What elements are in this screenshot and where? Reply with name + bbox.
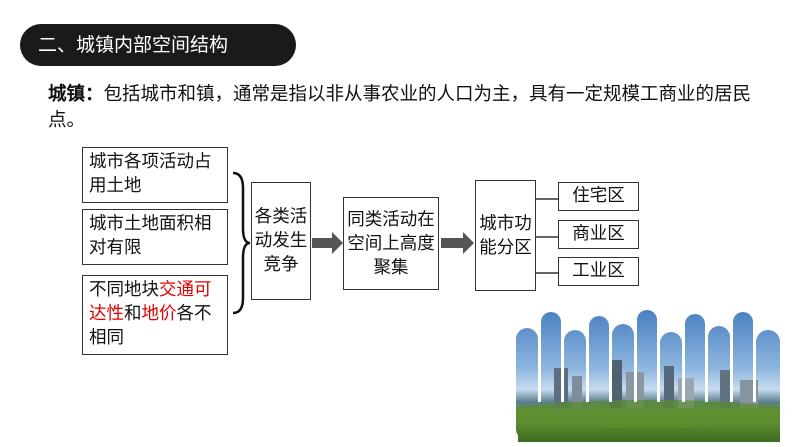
- connector-line: [536, 198, 558, 200]
- highlight-accessibility: 交通可达性: [89, 280, 212, 324]
- cause-text-part: 各不相同: [89, 304, 212, 348]
- definition-term: 城镇：: [48, 84, 104, 105]
- definition-text: 包括城市和镇，通常是指以非从事农业的人口为主，具有一定规模工商业的居民点。: [48, 84, 752, 131]
- connector-line: [536, 272, 558, 274]
- city-skyline-image: [516, 310, 780, 442]
- arrow-right-icon: [312, 232, 343, 254]
- cause-text-part: 不同地块: [89, 280, 159, 300]
- curly-brace: [232, 171, 251, 315]
- section-title: 二、城镇内部空间结构: [20, 24, 296, 66]
- definition: 城镇：包括城市和镇，通常是指以非从事农业的人口为主，具有一定规模工商业的居民点。: [48, 82, 758, 134]
- compete-text: 各类活动发生竞争: [254, 207, 308, 275]
- arrow-right-icon: [441, 232, 474, 254]
- highlight-land-price: 地价: [141, 304, 177, 324]
- compete-box: 各类活动发生竞争: [251, 182, 311, 300]
- connector-line: [536, 236, 558, 238]
- function-zones-text: 城市功能分区: [479, 213, 532, 258]
- cause-box-limited-area: 城市土地面积相对有限: [82, 209, 228, 265]
- cause-text-part: 和: [124, 304, 142, 324]
- zone-residential: 住宅区: [558, 182, 639, 211]
- function-zones-box: 城市功能分区: [475, 180, 536, 291]
- cluster-text: 同类活动在空间上高度聚集: [347, 209, 435, 278]
- zone-industrial: 工业区: [558, 257, 639, 286]
- cause-box-land-use: 城市各项活动占用土地: [82, 147, 228, 203]
- zone-commercial: 商业区: [558, 220, 639, 249]
- cause-box-differences: 不同地块交通可达性和地价各不相同: [82, 275, 228, 355]
- cluster-box: 同类活动在空间上高度聚集: [343, 197, 439, 290]
